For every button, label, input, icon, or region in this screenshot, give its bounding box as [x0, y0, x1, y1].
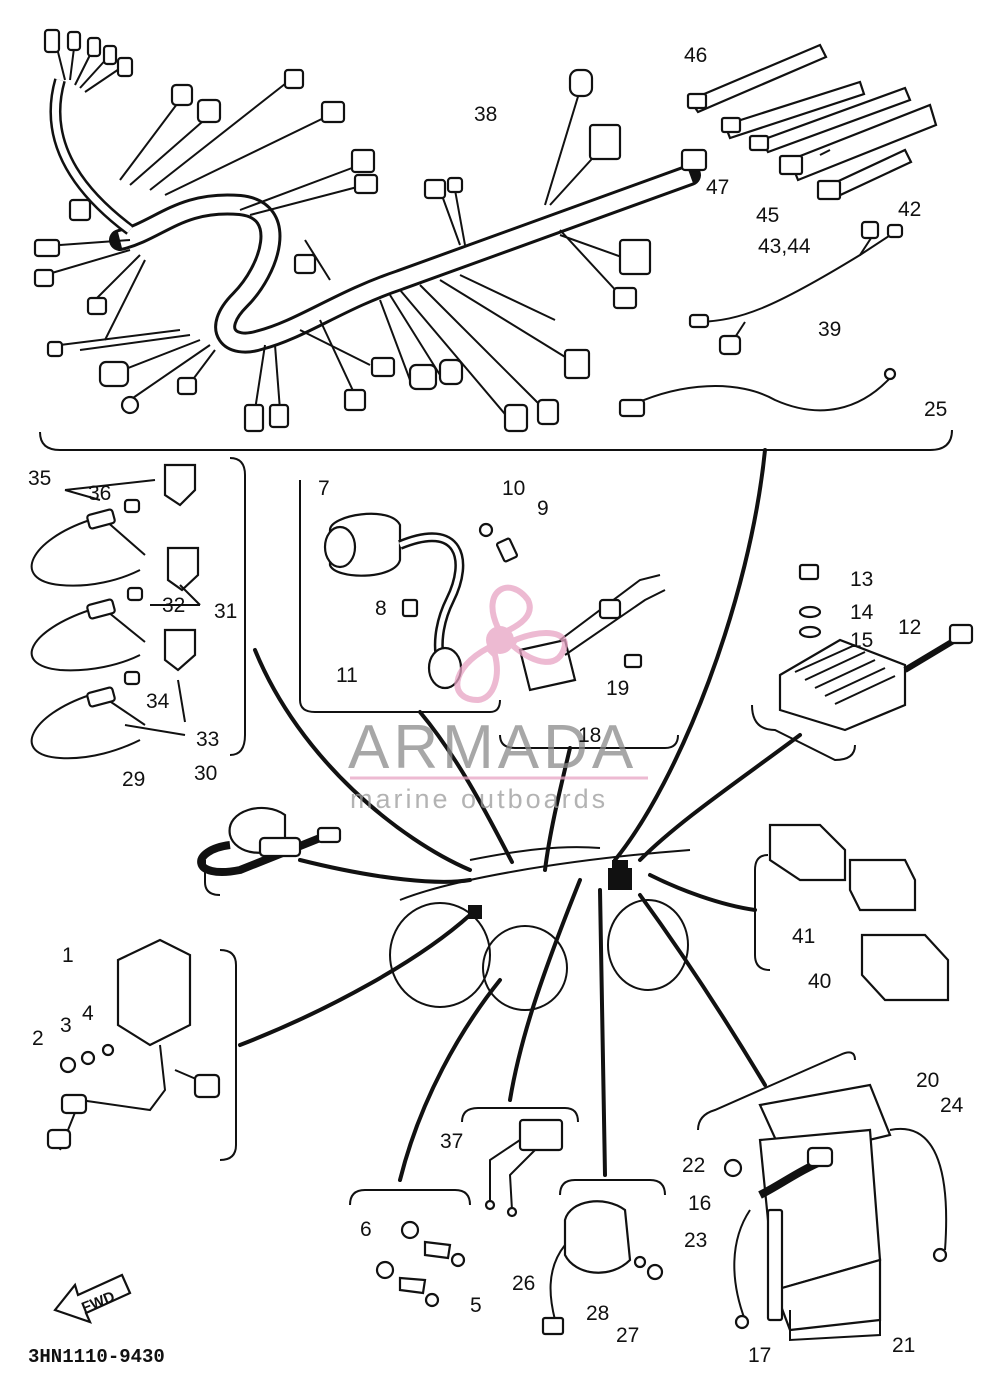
- callout-45: 45: [756, 204, 779, 227]
- callout-39: 39: [818, 318, 841, 341]
- callout-16: 16: [688, 1192, 711, 1215]
- callout-9: 9: [537, 497, 549, 520]
- chassis-outline: [389, 846, 691, 1011]
- connector-37-group: [461, 1107, 579, 1218]
- callout-30: 30: [194, 762, 217, 785]
- callout-18: 18: [578, 724, 601, 747]
- lead-lines: [238, 448, 802, 1182]
- callout-20: 20: [916, 1069, 939, 1092]
- watermark-brand: ARMADA: [348, 713, 637, 782]
- igniter-group: [46, 938, 237, 1161]
- callout-27: 27: [616, 1324, 639, 1347]
- callout-40: 40: [808, 970, 831, 993]
- callout-19: 19: [606, 677, 629, 700]
- callout-11: 11: [336, 664, 358, 687]
- callout-31: 31: [214, 600, 237, 623]
- cover-group: [754, 823, 950, 1002]
- callout-6: 6: [360, 1218, 372, 1241]
- callout-24: 24: [940, 1094, 964, 1117]
- watermark-tagline: marine outboards: [350, 784, 608, 814]
- propeller-logo: [454, 584, 569, 704]
- callout-10: 10: [502, 477, 525, 500]
- callout-35: 35: [28, 467, 51, 490]
- part-code: 3HN1110-9430: [28, 1346, 165, 1368]
- callout-42: 42: [898, 198, 921, 221]
- callout-labels: 1234567891011121314151617181920212223242…: [28, 44, 964, 1367]
- callout-46: 46: [684, 44, 707, 67]
- callout-22: 22: [682, 1154, 705, 1177]
- callout-15: 15: [850, 629, 873, 652]
- rectifier-group: [751, 563, 974, 762]
- starter-relay-group: [541, 1179, 666, 1336]
- relay-sensor-group: [197, 806, 342, 896]
- callout-7: 7: [318, 477, 330, 500]
- callout-21: 21: [892, 1334, 915, 1357]
- callout-26: 26: [512, 1272, 535, 1295]
- callout-38: 38: [474, 103, 497, 126]
- callout-36: 36: [88, 482, 111, 505]
- callout-23: 23: [684, 1229, 707, 1252]
- sensor-group: [30, 457, 246, 760]
- callout-3: 3: [60, 1014, 72, 1037]
- callout-47: 47: [706, 176, 729, 199]
- callout-33: 33: [196, 728, 219, 751]
- callout-13: 13: [850, 568, 873, 591]
- fwd-arrow: FWD: [53, 1273, 132, 1324]
- wire-harness-group: [33, 28, 953, 451]
- callout-41: 41: [792, 925, 815, 948]
- callout-14: 14: [850, 601, 874, 624]
- callout-4: 4: [82, 1002, 94, 1025]
- callout-17: 17: [748, 1344, 771, 1367]
- callout-29: 29: [122, 768, 145, 791]
- callout-5: 5: [470, 1294, 482, 1317]
- callout-8: 8: [375, 597, 387, 620]
- callout-2: 2: [32, 1027, 44, 1050]
- callout-34: 34: [146, 690, 170, 713]
- callout-1: 1: [62, 944, 74, 967]
- bolt-group: [349, 1189, 471, 1308]
- callout-12: 12: [898, 616, 921, 639]
- callout-28: 28: [586, 1302, 609, 1325]
- ignition-coil-group: [299, 480, 519, 713]
- callout-37: 37: [440, 1130, 463, 1153]
- watermark: ARMADA marine outboards: [348, 584, 648, 814]
- battery-group: [697, 1051, 948, 1342]
- callout-32: 32: [162, 594, 185, 617]
- callout-25: 25: [924, 398, 947, 421]
- callout-43-44: 43,44: [758, 235, 811, 258]
